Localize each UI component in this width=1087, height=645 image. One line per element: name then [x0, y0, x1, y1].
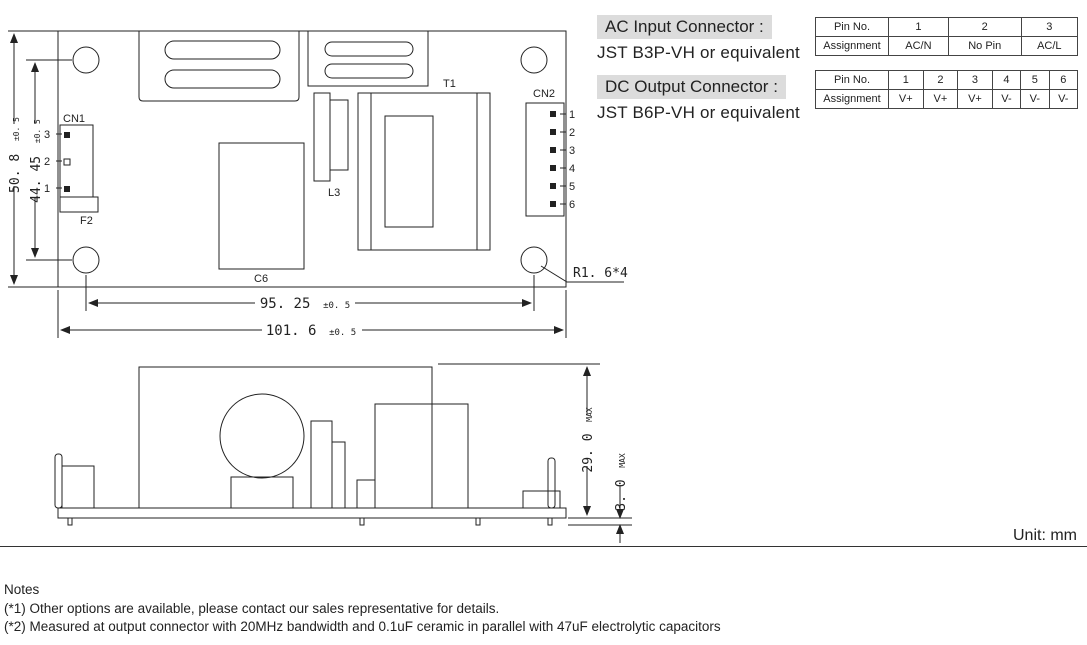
l3-label: L3: [328, 187, 340, 199]
ac-pin-assignment: AC/N: [888, 36, 949, 56]
ac-pin-number: 2: [947, 17, 1022, 37]
dc-pin-assignment: V-: [1020, 89, 1050, 109]
cn2-side: [522, 490, 561, 509]
dc-pin-table: Pin No. 1 2 3 4 5 6 Assignment V+ V+ V+ …: [815, 70, 1079, 109]
cn2-pin-label: 5: [569, 181, 575, 193]
dc-pin-assignment: V+: [957, 89, 993, 109]
dc-pin-number: 3: [957, 70, 993, 90]
ac-connector-subtitle: JST B3P-VH or equivalent: [597, 43, 800, 62]
dc-pin-number: 1: [888, 70, 924, 90]
cn2-pin-mark: [550, 165, 556, 171]
dc-connector-title: DC Output Connector :: [597, 75, 786, 99]
ac-pin-assignment: No Pin: [947, 36, 1022, 56]
dc-pin-header: Pin No.: [815, 70, 889, 90]
radius-label: R1. 6*4: [573, 266, 628, 281]
divider: [0, 546, 1087, 547]
dim-standoff: 3. 0 MAX: [610, 453, 629, 511]
heatsink-right: [307, 30, 429, 87]
ac-pin-table: Pin No. 1 2 3 Assignment AC/N No Pin AC/…: [815, 17, 1079, 56]
cn1-pin-3-mark: [64, 132, 70, 138]
c6-label: C6: [254, 273, 268, 285]
cn2-pin-mark: [550, 183, 556, 189]
heatsink-side: [138, 366, 433, 508]
f2-label: F2: [80, 215, 93, 227]
notes-section: Notes (*1) Other options are available, …: [4, 581, 721, 637]
ac-assignment-header: Assignment: [815, 36, 889, 56]
transformer-side: [374, 403, 469, 509]
dc-pin-number: 6: [1048, 70, 1079, 90]
dc-pin-assignment: V+: [888, 89, 924, 109]
cn1-pin-label: 3: [44, 129, 50, 141]
capacitor-side: [219, 393, 305, 479]
mounting-hole-top-right: [520, 46, 548, 74]
ac-pin-header: Pin No.: [815, 17, 889, 37]
mounting-hole-top-left: [72, 46, 100, 74]
ac-pin-assignment: AC/L: [1020, 36, 1079, 56]
note-item: (*2) Measured at output connector with 2…: [4, 619, 721, 634]
dc-pin-assignment: V+: [922, 89, 959, 109]
dim-width-inner: 95. 25 ±0. 5: [260, 293, 350, 312]
c6-capacitor: [218, 142, 305, 270]
cn1-pin-label: 1: [44, 183, 50, 195]
mounting-hole-bottom-left: [72, 246, 100, 274]
notes-title: Notes: [4, 582, 40, 597]
t1-transformer: [357, 92, 491, 251]
dim-side-height: 29. 0 MAX: [577, 407, 596, 472]
l3-inductor: [313, 92, 331, 182]
cn2-pin-mark: [550, 147, 556, 153]
unit-label: Unit: mm: [1013, 527, 1077, 544]
dc-pin-number: 4: [991, 70, 1022, 90]
cn2-pin-mark: [550, 201, 556, 207]
cn2-pin-label: 6: [569, 199, 575, 211]
note-item: (*1) Other options are available, please…: [4, 600, 500, 616]
t1-label: T1: [443, 78, 456, 90]
cn2-pin-label: 2: [569, 127, 575, 139]
cn2-pin-label: 4: [569, 163, 575, 175]
dc-pin-number: 2: [922, 70, 959, 90]
dim-height-outer: 50. 8 ±0. 5: [4, 117, 23, 193]
cn2-pin-mark: [550, 111, 556, 117]
ac-pin-number: 1: [888, 17, 949, 37]
heatsink-left: [138, 31, 300, 102]
cn2-label: CN2: [533, 88, 555, 100]
cn1-side: [61, 465, 95, 509]
dc-connector-subtitle: JST B6P-VH or equivalent: [597, 103, 800, 122]
dc-pin-assignment: V-: [1048, 89, 1079, 109]
dim-width-outer: 101. 6 ±0. 5: [266, 320, 356, 339]
inductor-side: [310, 420, 333, 509]
cn2-pin-label: 1: [569, 109, 575, 121]
dim-height-inner: 44. 45 ±0. 5: [25, 119, 44, 203]
mounting-hole-bottom-right: [520, 246, 548, 274]
cn2-pin-label: 3: [569, 145, 575, 157]
dc-pin-number: 5: [1020, 70, 1050, 90]
ac-connector-title: AC Input Connector :: [597, 15, 772, 39]
dc-assignment-header: Assignment: [815, 89, 889, 109]
cn1-pin-label: 2: [44, 156, 50, 168]
cn1-pin-2-mark: [63, 158, 71, 166]
dc-pin-assignment: V-: [991, 89, 1022, 109]
ac-pin-number: 3: [1020, 17, 1079, 37]
cn2-connector: [525, 102, 565, 217]
cn2-pin-mark: [550, 129, 556, 135]
radius-leader: [540, 265, 624, 283]
cn1-pin-1-mark: [64, 186, 70, 192]
cn1-label: CN1: [63, 113, 85, 125]
pcb-side: [57, 507, 567, 519]
